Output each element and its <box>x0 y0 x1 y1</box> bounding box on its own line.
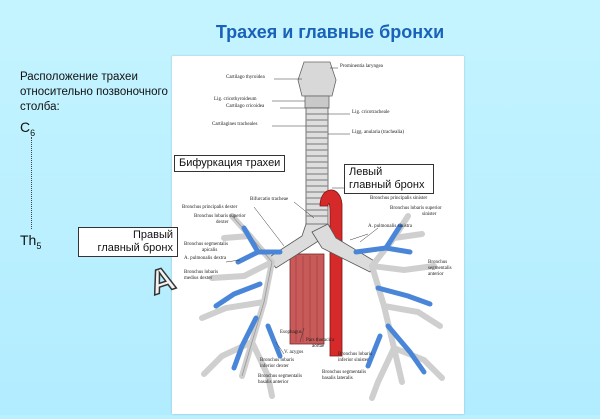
label-lobaris-superior-sinister-2: sinister <box>422 212 437 217</box>
label-segmentalis-apicalis-1: Bronchus segmentalis <box>184 242 229 247</box>
label-lobaris-superior-dexter-1: Bronchus lobaris superior <box>194 214 246 219</box>
spine-position-caption: Расположение трахеи относительно позвоно… <box>20 71 168 113</box>
callout-left-line2: главный бронх <box>349 179 425 191</box>
vertebra-c6-number: 6 <box>30 127 36 138</box>
label-pars-thoracica-1: Pars thoracica <box>306 338 335 343</box>
label-lobaris-inferior-dexter-2: inferior dexter <box>260 364 289 369</box>
cricoid-cartilage <box>304 95 330 109</box>
trachea-bronchi-drawing <box>199 61 445 401</box>
label-bronchus-principalis-dexter: Bronchus principalis dexter <box>182 205 238 210</box>
aorta <box>319 189 343 357</box>
esophagus <box>289 253 325 345</box>
label-lig-cricotracheale: Lig. cricotracheale <box>352 110 390 115</box>
tracheal-rings <box>306 113 328 217</box>
label-a-pulmonalis-dextra: A. pulmonalis dextra <box>184 256 227 261</box>
label-ligg-anularia: Ligg. anularia (trachealia) <box>352 130 405 135</box>
thyroid-cartilage <box>297 61 337 97</box>
label-segmentalis-anterior-2: segmentalis <box>428 266 452 271</box>
label-cartilagines-tracheales: Cartilagines tracheales <box>212 122 258 127</box>
label-bifurcatio: Bifurcatio tracheae <box>250 197 289 202</box>
label-lobaris-medius-2: medius dexter <box>184 276 213 281</box>
label-v-azygos: V. azygos <box>284 350 304 355</box>
label-lobaris-medius-1: Bronchus lobaris <box>184 270 219 275</box>
callout-right-line2: главный бронх <box>97 242 173 254</box>
callout-right-main-bronchus: Правый главный бронх <box>78 227 178 257</box>
label-a-pulmonalis-sinistra: A. pulmonalis sinistra <box>368 224 413 229</box>
label-lobaris-inferior-sinister-2: inferior sinister <box>338 358 369 363</box>
label-bronchus-principalis-sinister: Bronchus principalis sinister <box>370 196 428 201</box>
label-lobaris-superior-sinister-1: Bronchus lobaris superior <box>390 206 442 211</box>
label-cartilago-cricoidea: Cartilago cricoidea <box>226 104 265 109</box>
label-cartilago-thyroidea: Cartilago thyroidea <box>226 75 265 80</box>
vertebra-th5-label: Th5 <box>20 232 41 251</box>
label-lobaris-superior-dexter-2: dexter <box>216 220 229 225</box>
vertebra-th5-number: 5 <box>36 240 42 251</box>
spine-dotted-line <box>31 137 32 229</box>
leader-lines <box>225 67 379 355</box>
label-lig-cricothyroideum: Lig. cricothyroideum <box>214 97 257 102</box>
callout-left-main-bronchus: Левый главный бронх <box>344 164 434 194</box>
label-pars-thoracica-2: aortae <box>312 344 325 349</box>
label-segmentalis-basalis-anterior-2: basalis anterior <box>258 380 289 385</box>
label-segmentalis-basalis-lateralis-1: Bronchus segmentalis <box>322 370 367 375</box>
slide-title: Трахея и главные бронхи <box>215 22 445 42</box>
label-lobaris-inferior-dexter-1: Bronchus lobaris <box>260 358 295 363</box>
label-segmentalis-anterior-3: anterior <box>428 272 444 277</box>
vertebra-c6-label: C6 <box>20 119 35 138</box>
anatomy-illustration: Prominentia laryngea Cartilago thyroidea… <box>172 56 464 414</box>
label-segmentalis-anterior-1: Bronchus <box>428 260 448 265</box>
callout-right-line1: Правый <box>132 229 173 241</box>
vertebra-th5-letter: Th <box>20 232 37 248</box>
callout-left-line1: Левый <box>349 166 383 178</box>
callout-bifurcation: Бифуркация трахеи <box>174 155 286 172</box>
label-segmentalis-basalis-lateralis-2: basalis lateralis <box>322 376 353 381</box>
pulmonary-arteries <box>213 223 433 375</box>
esophagus-fibers <box>295 256 318 342</box>
label-lobaris-inferior-sinister-1: Bronchus lobaris <box>338 352 373 357</box>
label-esophagus-bottom: Esophagus <box>280 330 302 335</box>
label-segmentalis-apicalis-2: apicalis <box>202 248 218 253</box>
label-segmentalis-basalis-anterior-1: Bronchus segmentalis <box>258 374 303 379</box>
label-prominentia: Prominentia laryngea <box>340 64 383 69</box>
vertebra-c6-letter: C <box>20 119 31 135</box>
left-bronchial-tree <box>369 213 445 401</box>
